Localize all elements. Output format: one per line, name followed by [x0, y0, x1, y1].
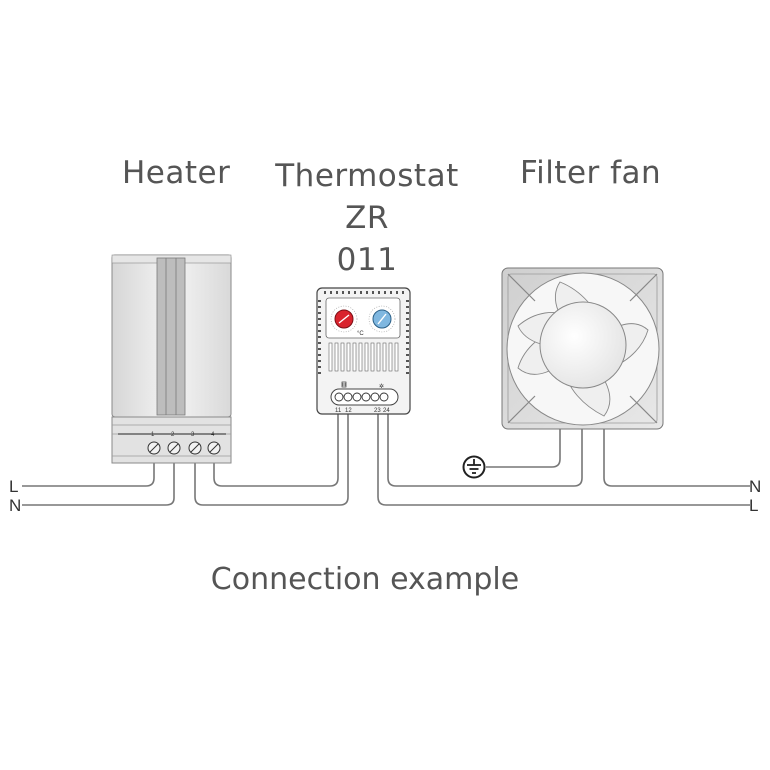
thermo-terminal-24: 24: [383, 408, 390, 414]
wire-thermo-24-fan: [387, 414, 583, 487]
thermostat-title-line2: 011: [336, 242, 398, 278]
heater-device: 1 2 3 4: [111, 254, 232, 464]
wires: [22, 414, 750, 506]
thermo-terminal-screw-3: [352, 392, 362, 402]
thermo-terminal-23: 23: [374, 408, 381, 414]
thermo-terminal-screw-6: [379, 392, 389, 402]
wire-thermo-23-fan: [377, 414, 750, 506]
heater-terminal-2: 2: [171, 432, 175, 438]
thermostat-title: Thermostat ZR 011: [262, 155, 472, 281]
thermostat-title-line1: Thermostat ZR: [275, 158, 459, 236]
wire-heater-2-N: [22, 448, 175, 506]
thermo-terminal-screw-5: [370, 392, 380, 402]
heater-title: Heater: [122, 155, 231, 191]
ground-icon: [462, 455, 486, 479]
thermo-terminal-screw-1: [334, 392, 344, 402]
left-N-label: N: [9, 496, 21, 515]
left-L-label: L: [9, 477, 18, 496]
red-dial: [330, 305, 358, 333]
thermostat-unit: °C: [357, 331, 364, 337]
heater-terminal-3: 3: [191, 432, 195, 438]
right-L-label: L: [749, 496, 758, 515]
heater-terminal-1: 1: [151, 432, 155, 438]
fan-hub: [539, 301, 627, 389]
thermostat-device: °C ✲: [316, 287, 411, 415]
heat-icon: [341, 381, 347, 388]
right-N-label: N: [749, 477, 761, 496]
wire-fan-N: [603, 428, 750, 487]
fan-title: Filter fan: [520, 155, 662, 191]
heater-terminal-4: 4: [211, 432, 215, 438]
wire-heater-3-thermo: [194, 414, 349, 506]
wire-fan-ground: [486, 428, 561, 468]
wire-heater-1-L: [22, 448, 155, 487]
thermo-terminal-11: 11: [335, 408, 342, 414]
wire-heater-4-thermo: [213, 414, 339, 487]
diagram-caption: Connection example: [210, 562, 520, 597]
snowflake-icon: ✲: [379, 383, 384, 390]
thermo-terminal-screw-2: [343, 392, 353, 402]
thermo-terminal-12: 12: [345, 408, 352, 414]
blue-dial: [368, 305, 396, 333]
thermo-terminal-screw-4: [361, 392, 371, 402]
fan-device: [501, 267, 664, 430]
